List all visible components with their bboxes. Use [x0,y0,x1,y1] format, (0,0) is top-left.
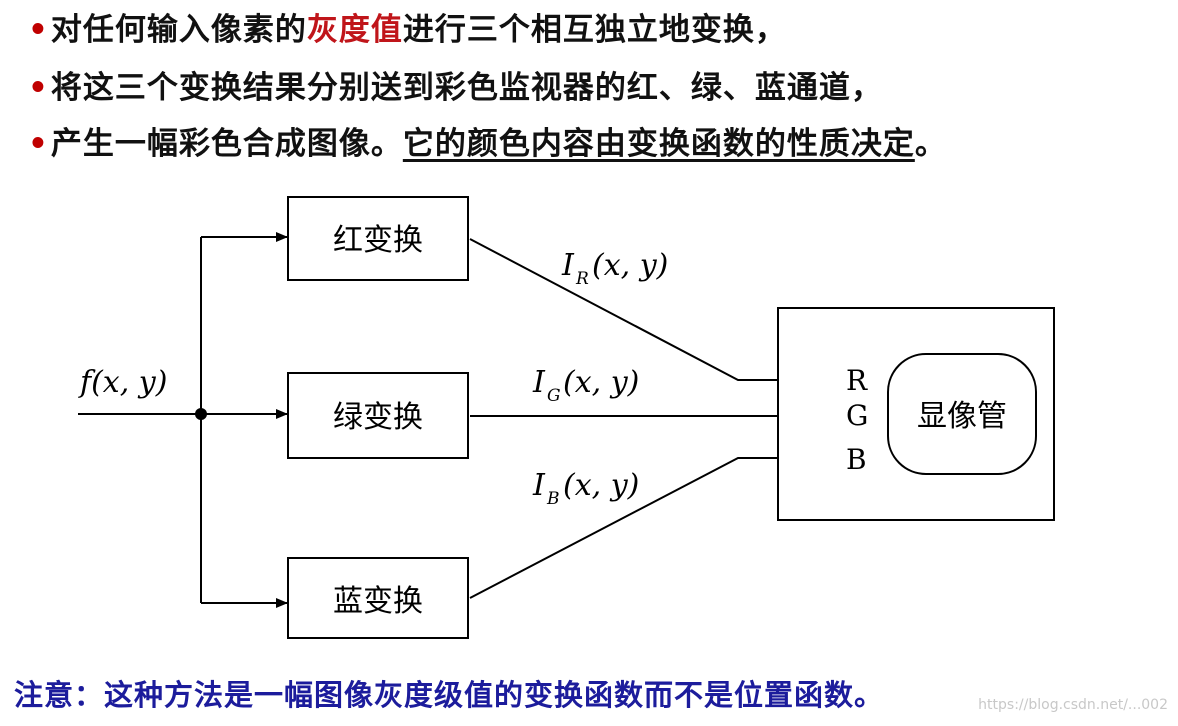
bullet-dot: • [28,70,49,106]
ib-args: (x, y) [563,468,639,503]
bullet-dot: • [28,126,49,162]
ig-label: I G (x, y) [532,365,639,406]
ig-main: I [532,365,546,400]
input-label: f(x, y) [78,365,167,400]
ib-main: I [532,468,546,503]
ib-sub: B [546,489,560,509]
bullet-line-2: •将这三个变换结果分别送到彩色监视器的红、绿、蓝通道， [28,62,883,107]
crt-label: 显像管 [917,399,1007,434]
note-text: 注意：这种方法是一幅图像灰度级值的变换函数而不是位置函数。 [14,678,885,712]
ir-args: (x, y) [592,248,668,283]
blue-transform-box [287,557,469,639]
channel-b-label: B [846,443,867,476]
watermark-text: https://blog.csdn.net/...002 [978,697,1168,713]
channel-g-label: G [846,399,868,432]
red-transform-label: 红变换 [333,223,423,258]
pseudocolor-diagram: f(x, y) 红变换 绿变换 蓝变换 I R (x, y) I G (x, y… [78,196,1055,639]
ir-label: I R (x, y) [561,248,668,289]
ir-main: I [561,248,575,283]
line1-text-a: 对任何输入像素的 [50,12,307,48]
line2-text: 将这三个变换结果分别送到彩色监视器的红、绿、蓝通道， [50,70,883,106]
line3-end: 。 [914,126,947,162]
green-transform-label: 绿变换 [333,400,423,435]
bullet-dot: • [28,12,49,48]
crt-tube [887,353,1037,475]
ib-label: I B (x, y) [532,468,639,509]
blue-transform-label: 蓝变换 [333,584,423,619]
ir-sub: R [575,269,589,289]
line1-highlight: 灰度值 [306,12,403,48]
line3-text-a: 产生一幅彩色合成图像。 [50,126,403,162]
line1-text-b: 进行三个相互独立地变换， [402,12,787,48]
red-transform-box [287,196,469,281]
line3-underlined: 它的颜色内容由变换函数的性质决定 [402,126,915,162]
ig-args: (x, y) [563,365,639,400]
bullet-line-1: •对任何输入像素的灰度值进行三个相互独立地变换， [28,4,787,49]
channel-r-label: R [846,364,868,397]
bullet-line-3: •产生一幅彩色合成图像。它的颜色内容由变换函数的性质决定。 [28,118,947,163]
green-transform-box [287,372,469,459]
ig-sub: G [547,386,561,406]
